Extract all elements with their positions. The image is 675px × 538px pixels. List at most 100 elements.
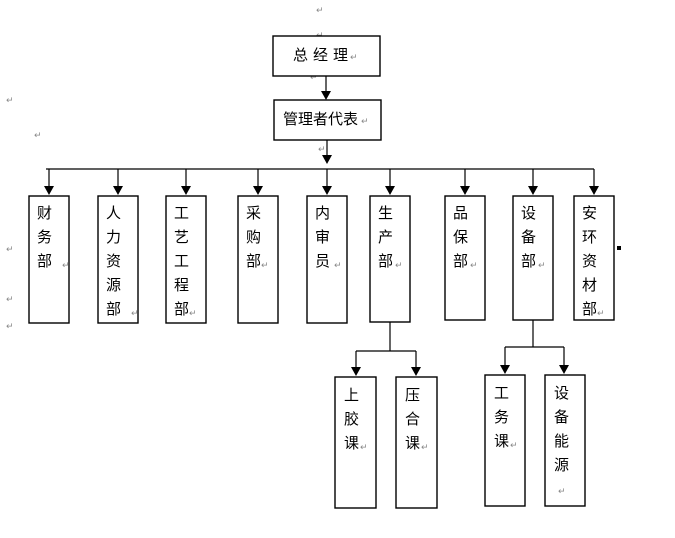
node-purchase-char: 部	[246, 252, 261, 270]
node-hr-mark: ↵	[131, 309, 139, 319]
node-safety-char: 部	[582, 300, 597, 318]
paragraph-mark-3: ↵	[318, 145, 326, 155]
node-process-char: 艺	[174, 228, 189, 246]
node-hr-char: 人	[106, 204, 121, 222]
node-energy-char: 设	[554, 384, 569, 402]
node-box-process	[165, 195, 207, 324]
node-engineering-mark: ↵	[510, 441, 518, 451]
node-safety-mark: ↵	[597, 309, 605, 319]
node-production-char: 生	[378, 204, 393, 222]
node-audit-mark: ↵	[334, 261, 342, 271]
node-box-purchase	[237, 195, 279, 324]
node-audit-char: 员	[315, 252, 330, 270]
node-hr-char: 源	[106, 276, 121, 294]
node-safety-char: 资	[582, 252, 597, 270]
node-press-char: 压	[405, 386, 420, 404]
node-quality-char: 保	[453, 228, 468, 246]
edge-dept-audit-head	[322, 186, 332, 195]
paragraph-mark-0: ↵	[316, 6, 324, 16]
node-hr-char: 部	[106, 300, 121, 318]
node-equipment-char: 设	[521, 204, 536, 222]
edge-dept-production-head	[385, 186, 395, 195]
edge-sub-energy-head	[559, 365, 569, 374]
margin-mark-2: ↵	[6, 295, 14, 305]
side-marker	[617, 246, 621, 250]
node-box-quality	[444, 195, 486, 321]
node-quality-mark: ↵	[470, 261, 478, 271]
node-hr-char: 力	[106, 228, 121, 246]
node-energy-char: 源	[554, 456, 569, 474]
node-finance-char: 部	[37, 252, 52, 270]
node-process-mark: ↵	[189, 309, 197, 319]
node-audit-char: 内	[315, 204, 330, 222]
edge-dept-safety-head	[589, 186, 599, 195]
node-box-root	[272, 35, 381, 77]
node-box-audit	[306, 195, 348, 324]
node-root-char: 理	[333, 46, 348, 64]
node-press-char: 课	[405, 434, 420, 452]
edge-sub-engineering-head	[500, 365, 510, 374]
margin-mark-0: ↵	[6, 96, 14, 106]
node-box-rubber	[334, 376, 377, 509]
node-press-char: 合	[405, 410, 420, 428]
node-rep-label: 管理者代表	[283, 110, 358, 128]
node-purchase-char: 采	[246, 204, 261, 222]
edge-dept-equipment-head	[528, 186, 538, 195]
edge-dept-process-head	[181, 186, 191, 195]
node-engineering-char: 课	[494, 432, 509, 450]
node-root-char: 总	[293, 46, 308, 64]
node-process-char: 程	[174, 276, 189, 294]
node-box-safety	[573, 195, 615, 321]
node-rep-mark: ↵	[361, 117, 369, 127]
node-rubber-char: 课	[344, 434, 359, 452]
node-quality-char: 品	[453, 204, 468, 222]
node-engineering-char: 务	[494, 408, 509, 426]
node-box-press	[395, 376, 438, 509]
node-hr-char: 资	[106, 252, 121, 270]
node-audit-char: 审	[315, 228, 330, 246]
node-box-energy	[544, 374, 586, 507]
node-safety-char: 材	[582, 276, 597, 294]
node-production-char: 部	[378, 252, 393, 270]
node-press-mark: ↵	[421, 443, 429, 453]
node-quality-char: 部	[453, 252, 468, 270]
node-box-equipment	[512, 195, 554, 321]
node-box-production	[369, 195, 411, 323]
node-finance-char: 财	[37, 204, 52, 222]
node-rubber-mark: ↵	[360, 443, 368, 453]
node-safety-char: 环	[582, 228, 597, 246]
node-energy-char: 能	[554, 432, 569, 450]
edge-sub-rubber-head	[351, 367, 361, 376]
edge-dept-quality-head	[460, 186, 470, 195]
node-root-mark: ↵	[350, 53, 358, 63]
node-production-mark: ↵	[395, 261, 403, 271]
node-process-char: 部	[174, 300, 189, 318]
edge-root-rep-head	[321, 91, 331, 100]
node-process-char: 工	[174, 252, 189, 270]
node-production-char: 产	[378, 228, 393, 246]
node-finance-char: 务	[37, 228, 52, 246]
edge-sub-press-head	[411, 367, 421, 376]
node-rubber-char: 上	[344, 386, 359, 404]
node-root-char: 经	[313, 46, 328, 64]
margin-mark-1: ↵	[6, 245, 14, 255]
node-equipment-mark: ↵	[538, 261, 546, 271]
node-safety-char: 安	[582, 204, 597, 222]
edge-dept-purchase-head	[253, 186, 263, 195]
node-purchase-char: 购	[246, 228, 261, 246]
node-equipment-char: 部	[521, 252, 536, 270]
node-box-finance	[28, 195, 70, 324]
node-rubber-char: 胶	[344, 410, 359, 428]
node-finance-mark: ↵	[62, 261, 70, 271]
edge-dept-hr-head	[113, 186, 123, 195]
node-equipment-char: 备	[521, 228, 536, 246]
node-box-engineering	[484, 374, 526, 507]
node-box-hr	[97, 195, 139, 324]
node-energy-char: 备	[554, 408, 569, 426]
edge-dept-finance-head	[44, 186, 54, 195]
node-energy-mark: ↵	[558, 487, 566, 497]
node-purchase-mark: ↵	[261, 261, 269, 271]
node-process-char: 工	[174, 204, 189, 222]
paragraph-mark-4: ↵	[34, 131, 42, 141]
